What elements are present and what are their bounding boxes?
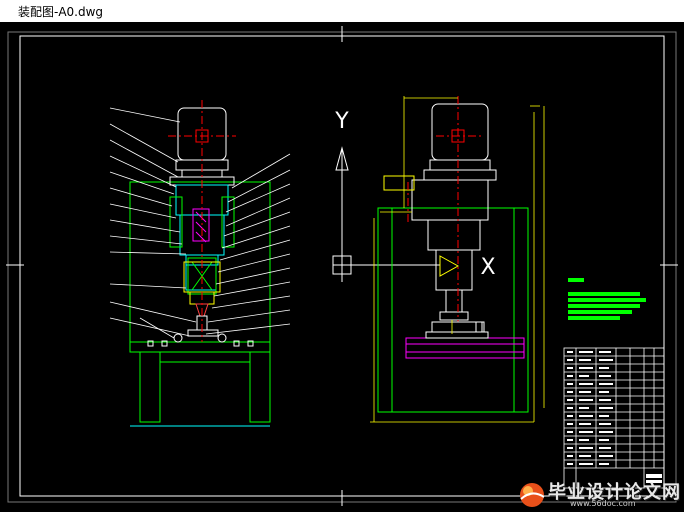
view-direction-markers — [332, 146, 440, 282]
worktable — [129, 341, 271, 353]
worktable-side — [405, 337, 525, 359]
dimension-lines — [370, 96, 545, 423]
title-block — [563, 347, 665, 489]
cad-drawing[interactable]: Y X — [0, 22, 684, 512]
leg-right — [249, 351, 271, 423]
watermark-url: www.56doc.com — [570, 499, 636, 508]
leader-lines-right — [205, 153, 291, 335]
side-frame-outline — [377, 207, 529, 413]
motor-right — [411, 103, 497, 321]
ball-logo-icon — [520, 483, 545, 507]
watermark-text: 毕业设计论文网 — [548, 482, 681, 503]
drawing-frame — [6, 26, 678, 506]
leg-left — [139, 351, 161, 423]
front-section-view — [109, 100, 291, 427]
window-title: 装配图-A0.dwg — [18, 5, 104, 19]
leader-lines-left — [109, 107, 197, 339]
watermark-badge: 毕业设计论文网 www.56doc.com — [516, 478, 684, 512]
side-elevation-view — [370, 96, 545, 423]
marker-triangle — [439, 255, 460, 277]
y-axis-label: Y — [334, 109, 349, 134]
direction-arrow-up — [335, 146, 349, 171]
spindle-hatch — [192, 208, 210, 243]
x-axis-label: X — [480, 255, 495, 280]
title-bar: 装配图-A0.dwg — [0, 0, 684, 23]
technical-notes — [568, 278, 646, 320]
drawing-canvas[interactable]: Y X — [0, 22, 684, 512]
title-block-text-marks — [567, 351, 662, 483]
